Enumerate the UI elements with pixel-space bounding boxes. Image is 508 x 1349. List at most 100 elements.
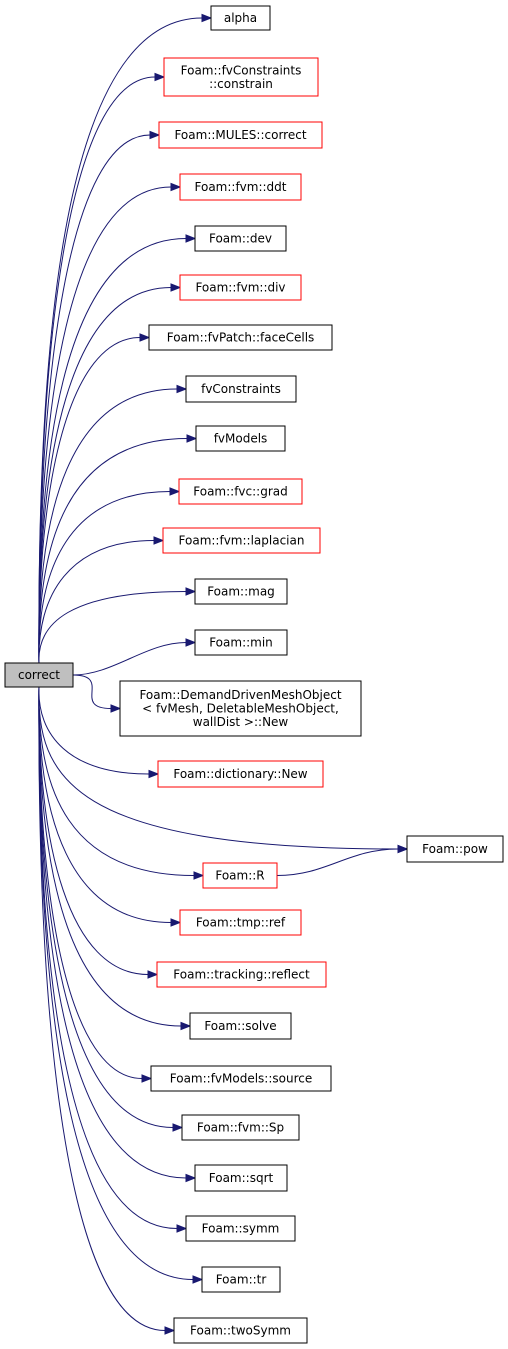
node-pow[interactable]: Foam::pow xyxy=(406,835,504,863)
node-label: Foam::symm xyxy=(202,1222,280,1236)
node-correct[interactable]: correct xyxy=(4,662,74,688)
edge-correct-to-min xyxy=(72,642,187,676)
node-label: Foam::fvm::ddt xyxy=(195,180,287,194)
node-label: fvModels xyxy=(214,432,268,446)
node-dictionary-new[interactable]: Foam::dictionary::New xyxy=(157,760,324,788)
node-min[interactable]: Foam::min xyxy=(194,629,288,656)
node-label: wallDist >::New xyxy=(193,715,289,729)
node-label: Foam::tmp::ref xyxy=(196,916,286,930)
node-label: Foam::fvc::grad xyxy=(193,485,287,499)
arrowhead xyxy=(147,970,159,979)
arrowhead xyxy=(170,182,182,192)
node-label: correct xyxy=(18,668,60,682)
node-symm[interactable]: Foam::symm xyxy=(185,1215,296,1242)
node-label: Foam::fvm::div xyxy=(195,281,285,295)
node-box xyxy=(157,760,324,788)
node-solve[interactable]: Foam::solve xyxy=(189,1012,292,1040)
node-box xyxy=(210,5,271,31)
node-box xyxy=(194,1164,288,1192)
node-label: Foam::fvPatch::faceCells xyxy=(167,331,315,345)
node-fvm-ddt[interactable]: Foam::fvm::ddt xyxy=(179,173,302,201)
node-label: Foam::MULES::correct xyxy=(174,128,306,142)
node-label: Foam::dev xyxy=(209,232,272,246)
node-tracking-reflect[interactable]: Foam::tracking::reflect xyxy=(156,961,327,988)
call-nodes: correct alphaFoam::fvConstraints::constra… xyxy=(4,5,504,1344)
node-label: ::constrain xyxy=(209,77,273,91)
arrowhead xyxy=(185,587,197,596)
node-dev[interactable]: Foam::dev xyxy=(194,225,287,252)
edge-correct-to-fvmodels xyxy=(38,438,188,664)
node-fvm-div[interactable]: Foam::fvm::div xyxy=(179,274,302,301)
node-box xyxy=(178,478,303,505)
arrowhead xyxy=(148,769,160,779)
arrowhead xyxy=(193,871,205,880)
node-box xyxy=(202,862,278,889)
arrowhead xyxy=(141,1074,153,1083)
edge-correct-to-fvconstraints xyxy=(38,388,178,664)
node-box xyxy=(4,662,74,688)
node-box xyxy=(119,680,362,737)
node-label: Foam::twoSymm xyxy=(190,1324,291,1338)
node-label: Foam::tr xyxy=(216,1273,267,1287)
node-sqrt[interactable]: Foam::sqrt xyxy=(194,1164,288,1192)
arrowhead xyxy=(170,918,182,927)
node-mules-correct[interactable]: Foam::MULES::correct xyxy=(158,121,323,149)
node-fvc-grad[interactable]: Foam::fvc::grad xyxy=(178,478,303,505)
arrowhead xyxy=(139,333,151,342)
node-box xyxy=(158,121,323,149)
node-alpha[interactable]: alpha xyxy=(210,5,271,31)
node-fvm-sp[interactable]: Foam::fvm::Sp xyxy=(181,1114,300,1141)
node-fvpatch-facecells[interactable]: Foam::fvPatch::faceCells xyxy=(148,324,333,351)
node-label: Foam::fvModels::source xyxy=(170,1072,313,1086)
node-twosymm[interactable]: Foam::twoSymm xyxy=(173,1317,308,1344)
node-box xyxy=(185,375,297,403)
edge-correct-to-pow xyxy=(38,686,399,850)
node-mag[interactable]: Foam::mag xyxy=(194,578,288,605)
node-label: < fvMesh, DeletableMeshObject, xyxy=(142,702,339,716)
node-fvconstraints[interactable]: fvConstraints xyxy=(185,375,297,403)
node-box xyxy=(201,1266,281,1293)
node-tr[interactable]: Foam::tr xyxy=(201,1266,281,1293)
edge-correct-to-fvpatch-facecells xyxy=(38,337,141,664)
node-box xyxy=(194,578,288,605)
node-box xyxy=(179,909,302,936)
node-label: Foam::min xyxy=(209,636,273,650)
node-box xyxy=(163,57,319,97)
edge-correct-to-demanddriven-new xyxy=(72,674,112,709)
arrowhead xyxy=(201,13,213,23)
arrowhead xyxy=(180,1021,192,1031)
edge-correct-to-fvm-laplacian xyxy=(38,540,155,664)
node-r[interactable]: Foam::R xyxy=(202,862,278,889)
arrowhead xyxy=(176,1224,188,1233)
node-fvconstraints-constrain[interactable]: Foam::fvConstraints::constrain xyxy=(163,57,319,97)
node-demanddriven-new[interactable]: Foam::DemandDrivenMeshObject< fvMesh, De… xyxy=(119,680,362,737)
edge-correct-to-fvc-grad xyxy=(38,491,171,664)
edge-correct-to-r xyxy=(38,686,195,876)
node-label: Foam::fvm::Sp xyxy=(197,1121,284,1135)
node-fvm-laplacian[interactable]: Foam::fvm::laplacian xyxy=(162,527,321,554)
edge-correct-to-mules-correct xyxy=(38,134,151,664)
node-fvmodels[interactable]: fvModels xyxy=(195,425,286,452)
node-box xyxy=(189,1012,292,1040)
node-box xyxy=(150,1065,332,1092)
edge-correct-to-solve xyxy=(38,686,182,1027)
node-label: Foam::sqrt xyxy=(209,1171,274,1185)
node-box xyxy=(195,425,286,452)
edge-correct-to-twosymm xyxy=(38,686,166,1331)
node-fvmodels-source[interactable]: Foam::fvModels::source xyxy=(150,1065,332,1092)
node-label: Foam::pow xyxy=(422,842,488,856)
node-label: Foam::tracking::reflect xyxy=(173,968,310,982)
node-box xyxy=(148,324,333,351)
node-box xyxy=(179,173,302,201)
edge-correct-to-mag xyxy=(38,591,187,664)
edge-correct-to-symm xyxy=(38,686,178,1229)
node-label: Foam::fvConstraints xyxy=(181,63,302,77)
node-box xyxy=(406,835,504,863)
node-tmp-ref[interactable]: Foam::tmp::ref xyxy=(179,909,302,936)
node-label: Foam::DemandDrivenMeshObject xyxy=(139,688,341,702)
node-box xyxy=(179,274,302,301)
node-label: fvConstraints xyxy=(201,382,281,396)
node-label: Foam::fvm::laplacian xyxy=(179,534,305,548)
node-box xyxy=(185,1215,296,1242)
